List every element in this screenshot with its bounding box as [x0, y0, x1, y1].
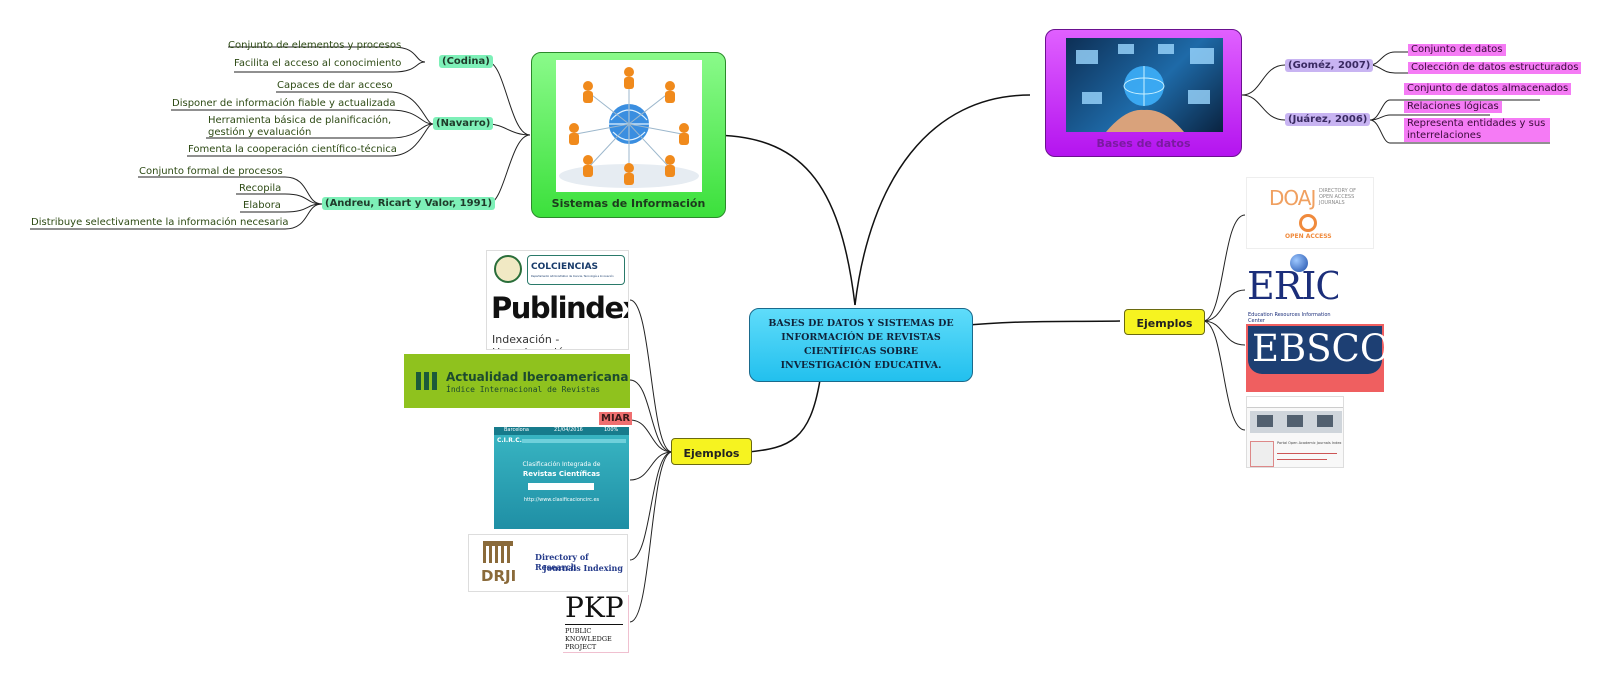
navarro-item-3b: gestión y evaluación	[208, 127, 312, 138]
miar-label[interactable]: MIAR	[599, 412, 633, 425]
tag-gomez[interactable]: (Goméz, 2007)	[1285, 59, 1374, 72]
website-title: Portal Open Academic Journals Index	[1277, 441, 1342, 445]
andreu-item-2: Recopila	[239, 183, 282, 194]
circ-status-right: 100%	[604, 427, 619, 433]
tag-codina[interactable]: (Codina)	[439, 55, 493, 68]
pkp-line1: PUBLIC	[565, 627, 592, 635]
pkp-logo[interactable]: PKP PUBLIC KNOWLEDGE PROJECT	[563, 595, 629, 653]
codina-item-1: Conjunto de elementos y procesos	[228, 40, 402, 51]
circ-status-mid: 21/04/2016	[554, 427, 583, 433]
circ-status-left: Barcelona	[504, 427, 529, 433]
tag-andreu[interactable]: (Andreu, Ricart y Valor, 1991)	[322, 197, 496, 210]
colciencias-name: COLCIENCIAS	[531, 262, 599, 272]
open-access-icon	[1299, 214, 1317, 232]
sistemas-node[interactable]: Sistemas de Información	[531, 52, 726, 218]
pkp-line2: KNOWLEDGE	[565, 635, 612, 643]
actualidad-icon	[416, 372, 438, 390]
publindex-name: Publindex	[491, 291, 629, 325]
circ-url: http://www.clasificacioncirc.es	[523, 497, 600, 503]
pkp-line3: PROJECT	[565, 643, 597, 651]
gomez-item-2: Colección de datos estructurados	[1408, 62, 1582, 74]
colombia-shield-icon	[494, 255, 522, 283]
drji-line2: Journals Indexing	[543, 563, 623, 573]
pkp-name: PKP	[565, 595, 624, 624]
doaj-sub2: OPEN ACCESS	[1319, 194, 1355, 200]
codina-item-2: Facilita el acceso al conocimiento	[234, 58, 402, 69]
doaj-name: DOAJ	[1269, 186, 1316, 210]
circ-title1: Clasificación Integrada de	[522, 461, 601, 468]
circ-logo: C.I.R.C.	[497, 437, 522, 444]
ejemplos-right-node[interactable]: Ejemplos	[1124, 309, 1205, 335]
drji-building-icon	[483, 541, 513, 563]
juarez-item-1: Conjunto de datos almacenados	[1404, 83, 1572, 95]
ebsco-name: EBSCO	[1252, 327, 1384, 370]
circ-screenshot[interactable]: Barcelona 21/04/2016 100% C.I.R.C. Clasi…	[494, 427, 629, 529]
tag-navarro[interactable]: (Navarro)	[433, 117, 494, 130]
circ-search-box[interactable]	[528, 483, 594, 490]
colciencias-publindex-logo[interactable]: COLCIENCIAS Departamento Administrativo …	[486, 250, 629, 350]
andreu-item-3: Elabora	[243, 200, 281, 211]
ejemplos-left-label: Ejemplos	[683, 447, 740, 460]
publindex-sub: Indexación - Homologación	[492, 333, 571, 349]
juarez-item-2: Relaciones lógicas	[1404, 101, 1502, 113]
gomez-item-1: Conjunto de datos	[1408, 44, 1506, 56]
actualidad-iberoamericana-logo[interactable]: Actualidad Iberoamericana Índice Interna…	[404, 354, 630, 408]
doaj-sub3: JOURNALS	[1319, 200, 1345, 206]
eric-logo[interactable]: ERIC Education Resources Information Cen…	[1246, 252, 1338, 322]
bases-node[interactable]: Bases de datos	[1045, 29, 1242, 157]
drji-logo[interactable]: DRJI Directory of Research Journals Inde…	[468, 534, 628, 592]
andreu-item-1: Conjunto formal de procesos	[139, 166, 283, 177]
doaj-logo[interactable]: DOAJ DIRECTORY OF OPEN ACCESS JOURNALS O…	[1246, 177, 1374, 249]
navarro-item-4: Fomenta la cooperación científico-técnic…	[188, 144, 397, 155]
website-thumbnail[interactable]: Portal Open Academic Journals Index	[1246, 396, 1344, 468]
ejemplos-left-node[interactable]: Ejemplos	[671, 438, 752, 465]
central-topic-title: BASES DE DATOS Y SISTEMAS DE INFORMACIÓN…	[768, 318, 954, 371]
navarro-item-3a: Herramienta básica de planificación,	[208, 115, 392, 126]
ejemplos-right-label: Ejemplos	[1136, 317, 1193, 330]
sistemas-title: Sistemas de Información	[551, 197, 706, 210]
eric-name: ERIC	[1247, 264, 1338, 308]
colciencias-sub: Departamento Administrativo de Ciencia, …	[531, 275, 614, 278]
actualidad-name: Actualidad Iberoamericana	[446, 370, 629, 384]
eric-globe-icon	[1290, 254, 1308, 272]
andreu-item-4: Distribuye selectivamente la información…	[31, 217, 289, 228]
doaj-sub1: DIRECTORY OF	[1319, 188, 1357, 194]
eric-sub: Education Resources Information Center	[1248, 312, 1331, 322]
drji-name: DRJI	[481, 567, 517, 585]
ebsco-logo[interactable]: EBSCO	[1246, 324, 1384, 392]
juarez-item-3: Representa entidades y sus interrelacion…	[1404, 118, 1550, 142]
drji-line1: Directory of Research	[535, 552, 589, 572]
network-people-image	[556, 60, 702, 192]
digital-globe-image	[1066, 38, 1223, 132]
tag-juarez[interactable]: (Juárez, 2006)	[1285, 113, 1371, 126]
circ-title2: Revistas Científicas	[522, 470, 601, 478]
navarro-item-1: Capaces de dar acceso	[277, 80, 393, 91]
navarro-item-2: Disponer de información fiable y actuali…	[172, 98, 396, 109]
central-topic[interactable]: BASES DE DATOS Y SISTEMAS DE INFORMACIÓN…	[749, 308, 973, 382]
bases-title: Bases de datos	[1096, 137, 1191, 150]
actualidad-sub: Índice Internacional de Revistas	[446, 385, 601, 394]
doaj-oa: OPEN ACCESS	[1285, 233, 1332, 240]
